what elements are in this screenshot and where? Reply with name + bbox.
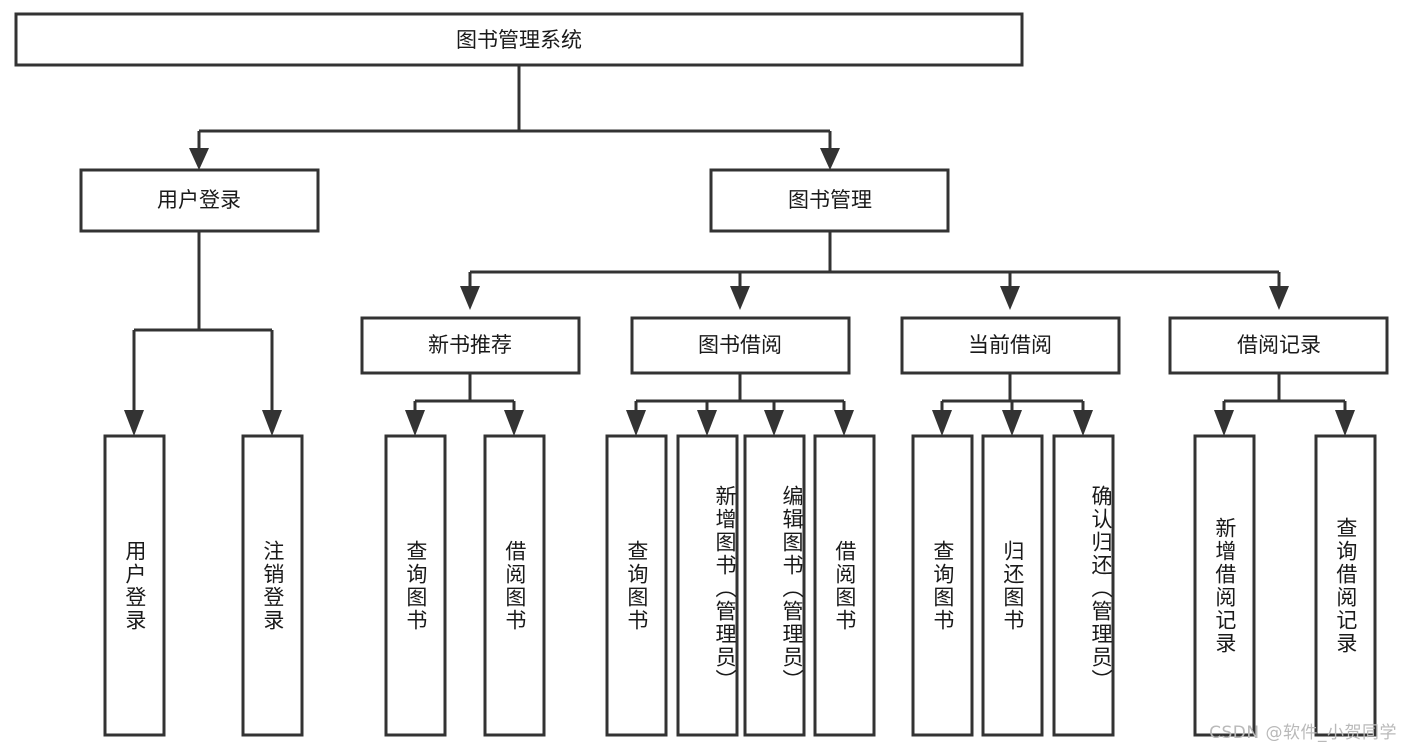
csdn-watermark: CSDN @软件_小贺同学 xyxy=(1209,723,1397,743)
arrow-head-icon xyxy=(697,410,717,436)
leaf-box-user-login-logout[interactable] xyxy=(241,434,304,737)
connector-book-mgmt-to-level3 xyxy=(460,231,1289,310)
arrow-head-icon xyxy=(1073,410,1093,436)
leaf-box-records-add[interactable] xyxy=(1193,434,1256,737)
arrow-head-icon xyxy=(1000,286,1020,310)
leaf-box-newbook-query[interactable] xyxy=(384,434,447,737)
connector-user-login-to-leaves xyxy=(124,231,282,436)
node-label: 图书管理系统 xyxy=(456,28,582,52)
connector-borrow-records-to-leaves xyxy=(1214,373,1355,436)
arrow-head-icon xyxy=(262,410,282,436)
node-current-borrow[interactable]: 当前借阅 xyxy=(900,316,1121,375)
leaf-box-borrow-lend[interactable] xyxy=(813,434,876,737)
node-label: 图书借阅 xyxy=(698,333,782,357)
leaf-box-newbook-borrow[interactable] xyxy=(483,434,546,737)
arrow-head-icon xyxy=(764,410,784,436)
arrow-head-icon xyxy=(1269,286,1289,310)
connector-current-borrow-to-leaves xyxy=(932,373,1093,436)
leaf-box-current-query[interactable] xyxy=(911,434,974,737)
node-box[interactable] xyxy=(900,316,1121,375)
arrow-head-icon xyxy=(504,410,524,436)
arrow-head-icon xyxy=(405,410,425,436)
arrow-head-icon xyxy=(730,286,750,310)
leaf-box-current-confirm[interactable] xyxy=(1052,434,1115,737)
node-box[interactable] xyxy=(360,316,581,375)
node-book-management[interactable]: 图书管理 xyxy=(709,168,950,233)
node-new-book-recommend[interactable]: 新书推荐 xyxy=(360,316,581,375)
leaf-box-current-return[interactable] xyxy=(981,434,1044,737)
leaf-box-borrow-edit[interactable] xyxy=(743,434,806,737)
arrow-head-icon xyxy=(189,148,209,170)
connector-new-book-to-leaves xyxy=(405,373,524,436)
arrow-head-icon xyxy=(834,410,854,436)
node-box[interactable] xyxy=(1168,316,1389,375)
arrow-head-icon xyxy=(124,410,144,436)
node-label: 借阅记录 xyxy=(1237,333,1321,357)
leaf-box-borrow-query[interactable] xyxy=(605,434,668,737)
node-box[interactable] xyxy=(709,168,950,233)
connector-root-to-level2 xyxy=(189,65,840,170)
arrow-head-icon xyxy=(1335,410,1355,436)
arrow-head-icon xyxy=(1214,410,1234,436)
arrow-head-icon xyxy=(460,286,480,310)
leaf-box-borrow-add[interactable] xyxy=(676,434,739,737)
node-label: 图书管理 xyxy=(788,188,872,212)
arrow-head-icon xyxy=(932,410,952,436)
arrow-head-icon xyxy=(1002,410,1022,436)
leaf-box-user-login-login[interactable] xyxy=(103,434,166,737)
node-root-book-management-system[interactable]: 图书管理系统 xyxy=(14,12,1024,67)
node-user-login[interactable]: 用户登录 xyxy=(79,168,320,233)
node-box[interactable] xyxy=(14,12,1024,67)
arrow-head-icon xyxy=(626,410,646,436)
node-box[interactable] xyxy=(79,168,320,233)
arrow-head-icon xyxy=(820,148,840,170)
connector-book-borrow-to-leaves xyxy=(626,373,854,436)
node-book-borrow[interactable]: 图书借阅 xyxy=(630,316,851,375)
node-box[interactable] xyxy=(630,316,851,375)
node-borrow-records[interactable]: 借阅记录 xyxy=(1168,316,1389,375)
node-label: 新书推荐 xyxy=(428,333,512,357)
node-label: 用户登录 xyxy=(157,188,241,212)
leaf-box-records-query[interactable] xyxy=(1314,434,1377,737)
node-label: 当前借阅 xyxy=(968,333,1052,357)
